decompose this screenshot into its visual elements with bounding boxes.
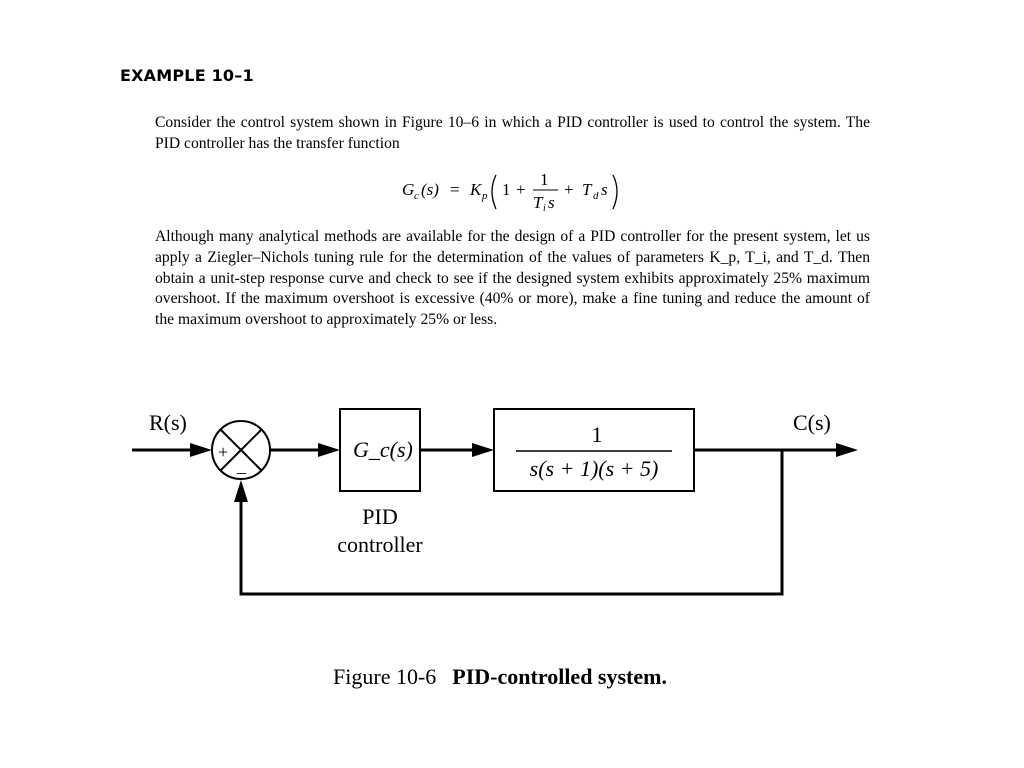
figure-title: PID-controlled system. [452, 664, 667, 689]
controller-caption-line2: controller [337, 532, 423, 557]
error-arrowhead [318, 443, 340, 457]
eq-lhs-arg: (s) [421, 180, 439, 199]
example-heading: EXAMPLE 10–1 [120, 66, 254, 85]
controller-caption-line1: PID [362, 504, 397, 529]
eq-right-paren [612, 174, 618, 210]
output-label: C(s) [793, 410, 831, 435]
summing-plus-sign: + [218, 442, 228, 462]
eq-equals: = [450, 180, 460, 199]
eq-lhs-sub: c [414, 190, 419, 202]
question-paragraph: Although many analytical methods are ava… [155, 228, 870, 329]
figure-caption: Figure 10-6 PID-controlled system. [0, 664, 1000, 690]
plant-block [493, 408, 695, 492]
control-arrowhead [472, 443, 494, 457]
eq-plus-1: + [516, 180, 526, 199]
intro-paragraph: Consider the control system shown in Fig… [155, 114, 870, 152]
eq-gain-sub: p [481, 190, 488, 202]
eq-deriv-sub: d [593, 190, 599, 202]
input-label: R(s) [149, 410, 187, 435]
eq-frac-numerator: 1 [540, 170, 549, 189]
pid-transfer-function: G c (s) = K p 1 + 1 T i s + T d s [402, 163, 632, 219]
plant-denominator: s(s + 1)(s + 5) [530, 456, 659, 481]
eq-frac-denominator: T [533, 193, 544, 212]
pid-equation-svg: G c (s) = K p 1 + 1 T i s + T d s [402, 170, 618, 214]
eq-plus-2: + [564, 180, 574, 199]
eq-one: 1 [502, 180, 511, 199]
eq-deriv: T [582, 180, 593, 199]
feedback-path [239, 450, 784, 596]
eq-deriv-s: s [601, 180, 608, 199]
eq-gain: K [469, 180, 483, 199]
output-arrowhead [836, 443, 858, 457]
input-arrowhead [190, 443, 212, 457]
plant-numerator: 1 [592, 422, 603, 447]
summing-cross-2 [219, 428, 263, 472]
summing-minus-sign: – [236, 462, 247, 482]
feedback-arrowhead [234, 480, 248, 502]
eq-left-paren [491, 174, 497, 210]
controller-block-label: G_c(s) [353, 437, 413, 462]
block-diagram: R(s) + – G_c(s) PID controller 1 s(s + 1… [132, 408, 858, 596]
eq-frac-den-sub: i [543, 203, 546, 214]
figure-number: Figure 10-6 [333, 664, 437, 689]
controller-block [339, 408, 421, 492]
eq-frac-den-s: s [548, 193, 555, 212]
eq-lhs: G [402, 180, 414, 199]
